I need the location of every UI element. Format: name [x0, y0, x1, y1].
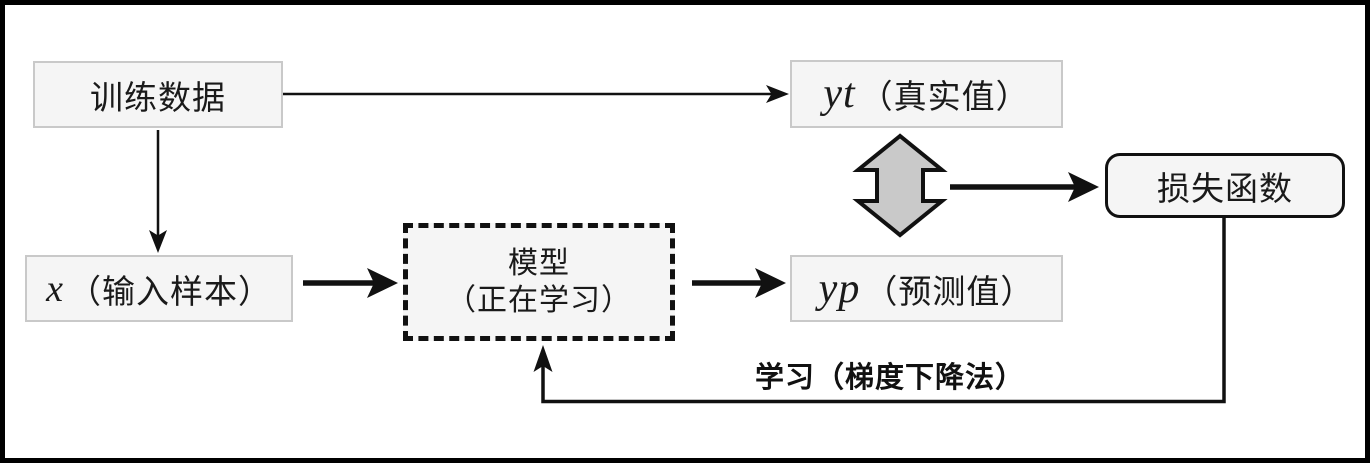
- node-training-data-label: 训练数据: [90, 80, 226, 117]
- node-model-learning: 模型 （正在学习）: [403, 223, 675, 341]
- arrow-training-to-yt: [283, 85, 789, 103]
- node-loss-function: 损失函数: [1105, 153, 1345, 218]
- node-model-line2: （正在学习）: [446, 284, 632, 317]
- feedback-edge-label: 学习（梯度下降法）: [754, 362, 1025, 394]
- arrow-training-to-x: [149, 130, 167, 253]
- arrow-compare-to-loss: [950, 172, 1099, 202]
- compare-double-arrow-icon: [852, 133, 948, 238]
- node-x-var: x: [46, 267, 64, 310]
- node-x-suffix: （输入样本）: [67, 274, 272, 311]
- node-yt-var: yt: [823, 71, 856, 117]
- node-yp-var: yp: [818, 265, 861, 312]
- node-x-input-sample: x （输入样本）: [25, 255, 293, 322]
- node-yp-suffix: （预测值）: [864, 274, 1035, 311]
- node-yp-predicted-value: yp （预测值）: [790, 255, 1063, 322]
- arrow-model-to-yp: [692, 268, 786, 298]
- node-loss-label: 损失函数: [1157, 171, 1293, 208]
- node-yt-suffix: （真实值）: [859, 80, 1030, 116]
- arrow-x-to-model: [303, 268, 398, 298]
- node-model-line1: 模型: [508, 246, 570, 280]
- node-training-data: 训练数据: [33, 61, 283, 128]
- feedback-path-loss-to-model: [533, 218, 1226, 404]
- node-yt-true-value: yt （真实值）: [790, 60, 1063, 128]
